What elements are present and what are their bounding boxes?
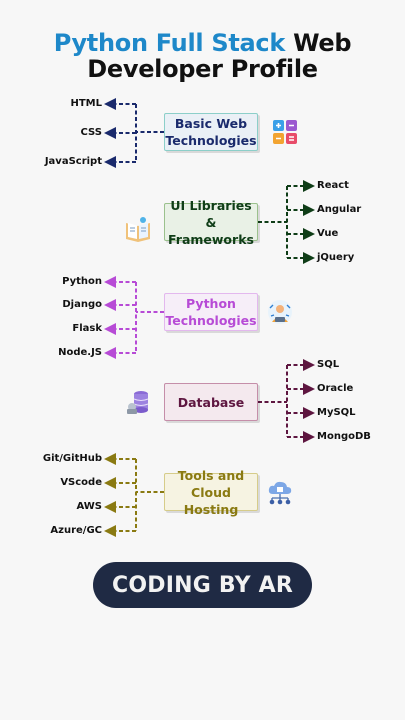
leaf-label: MongoDB xyxy=(317,431,371,442)
book-icon xyxy=(126,217,150,242)
category-label: Frameworks xyxy=(168,231,254,247)
leaf-label: Node.JS xyxy=(58,347,102,358)
footer-label: CODING BY AR xyxy=(112,572,293,598)
leaf-label: HTML xyxy=(70,98,102,109)
category-label: Database xyxy=(177,394,245,410)
title-accent: Python Full Stack xyxy=(53,29,286,57)
leaf-label: Python xyxy=(62,276,102,287)
leaf-label: CSS xyxy=(80,127,102,138)
title-line-1: Python Full Stack Web xyxy=(0,30,405,56)
category-label: UI Libraries & xyxy=(170,197,252,230)
developer-icon xyxy=(268,300,292,324)
leaf-label: Vue xyxy=(317,228,339,239)
category-label: Python xyxy=(186,296,236,311)
footer-badge: CODING BY AR xyxy=(93,562,312,608)
leaf-label: MySQL xyxy=(317,407,356,418)
leaf-label: AWS xyxy=(76,501,102,512)
leaf-label: React xyxy=(317,180,349,191)
database-icon xyxy=(127,391,149,414)
leaf-label: Angular xyxy=(317,204,362,215)
category-label: Basic Web xyxy=(174,116,248,131)
leaf-label: JavaScript xyxy=(44,156,102,167)
leaf-label: VScode xyxy=(60,477,102,488)
calculator-icon xyxy=(273,120,297,144)
leaf-label: Flask xyxy=(72,323,102,334)
page-title: Python Full Stack Web Developer Profile xyxy=(0,30,405,82)
category-label: Technologies xyxy=(165,313,257,328)
leaf-label: jQuery xyxy=(317,252,355,263)
leaf-label: SQL xyxy=(317,359,340,370)
title-rest: Web xyxy=(285,29,352,57)
category-box: Database xyxy=(164,383,258,421)
leaf-label: Git/GitHub xyxy=(42,453,102,464)
category-box: UI Libraries &Frameworks xyxy=(164,198,258,247)
cloud-icon xyxy=(268,481,292,505)
title-line-2: Developer Profile xyxy=(87,55,318,83)
category-label: Technologies xyxy=(165,133,257,148)
category-label: Tools and xyxy=(177,467,245,483)
leaf-label: Django xyxy=(62,299,102,310)
leaf-label: Oracle xyxy=(317,383,354,394)
category-label: Cloud Hosting xyxy=(183,484,239,517)
leaf-label: Azure/GC xyxy=(50,525,102,536)
